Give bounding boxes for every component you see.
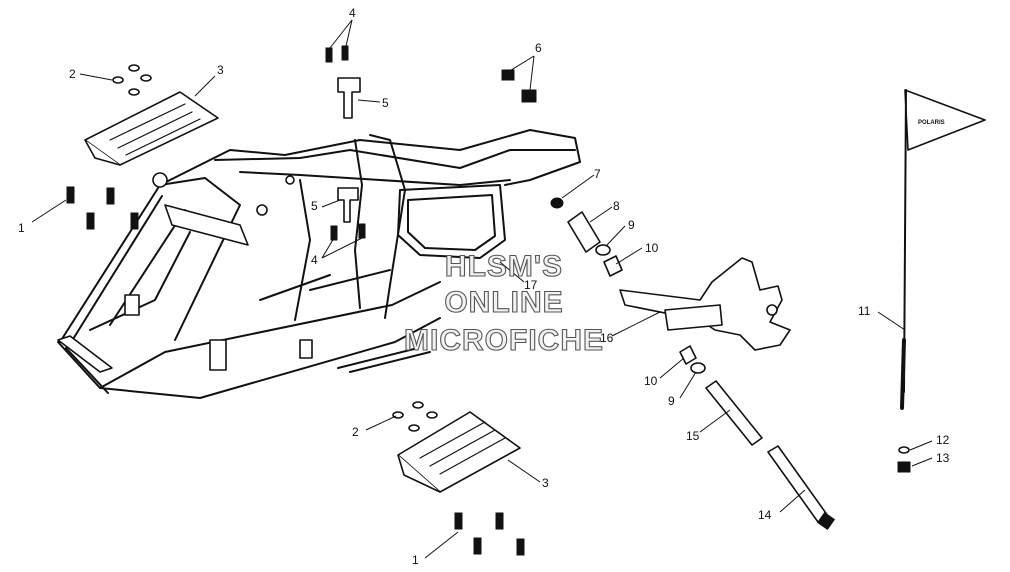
callout-11: 11 [858,304,871,318]
callout-1-lower: 1 [412,553,419,567]
callout-12: 12 [936,433,950,447]
callout-16: 16 [600,331,614,345]
callout-6: 6 [535,41,542,55]
callout-3-upper: 3 [217,63,224,77]
callout-3-lower: 3 [542,476,549,490]
callouts: 1 2 3 4 5 6 7 8 9 10 5 4 17 16 10 9 15 1… [18,6,950,567]
watermark: HLSM'S ONLINE MICROFICHE [403,249,604,357]
callout-1-upper: 1 [18,221,25,235]
callout-8: 8 [613,199,620,213]
callout-7: 7 [594,167,601,181]
callout-5-upper: 5 [382,96,389,110]
bolts-bracket-upper [325,45,361,119]
nuts-6 [501,69,537,103]
callout-4-upper: 4 [349,6,356,20]
callout-4-lower: 4 [311,253,318,267]
callout-9-lower: 9 [668,394,675,408]
callout-14: 14 [758,508,772,522]
callout-5-lower: 5 [311,199,318,213]
callout-2-lower: 2 [352,425,359,439]
leader-lines [31,19,933,559]
bolts-lower [454,512,525,556]
callout-13: 13 [936,451,950,465]
washers-lower [392,401,438,432]
washers-upper [112,64,152,96]
footrest-upper [84,91,219,166]
callout-9-upper: 9 [628,218,635,232]
whip-flag: POLARIS [900,89,986,410]
flag-hardware [897,446,911,473]
steering-parts [550,197,836,531]
atv-frame [57,129,581,399]
watermark-line-1: HLSM'S [445,250,563,283]
callout-10-lower: 10 [644,374,658,388]
callout-2-upper: 2 [69,67,76,81]
footrest-lower [397,411,521,493]
callout-10-upper: 10 [645,241,659,255]
flag-text: POLARIS [918,120,945,126]
callout-15: 15 [686,429,700,443]
watermark-line-2: ONLINE [444,286,563,319]
callout-17: 17 [524,278,538,292]
bolts-upper [66,186,139,230]
watermark-line-3: MICROFICHE [404,324,604,357]
